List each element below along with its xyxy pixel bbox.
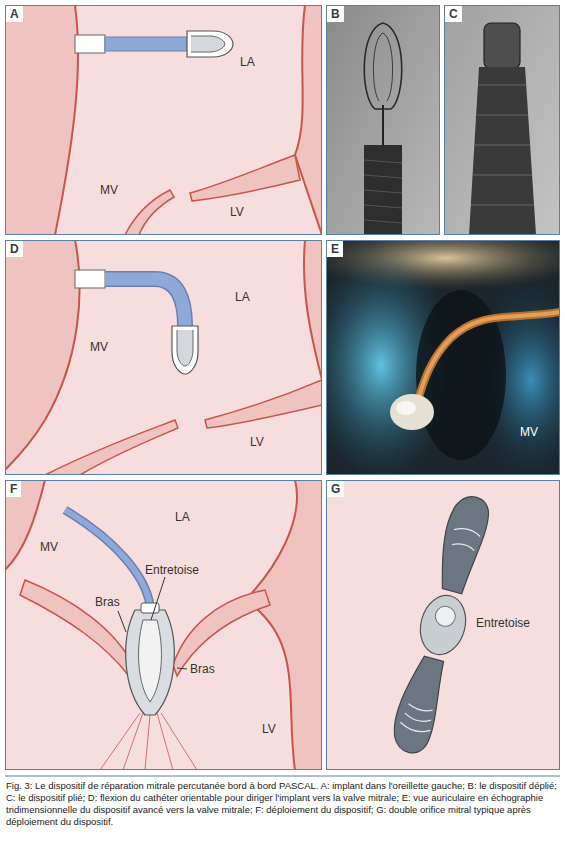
panel-borders: [6, 6, 560, 770]
panel-letter: C: [445, 6, 462, 22]
part-label: Entretoise: [476, 616, 530, 630]
part-label: Entretoise: [145, 563, 199, 577]
panel-g-art: [326, 480, 560, 770]
anatomy-label: LV: [250, 435, 264, 449]
caption-rule: [5, 776, 560, 777]
anatomy-label: LA: [235, 290, 250, 304]
panel-letter: A: [6, 6, 23, 22]
panel-f-art: [5, 480, 322, 770]
anatomy-label: LA: [175, 510, 190, 524]
anatomy-label: MV: [520, 425, 538, 439]
panel-e-art: [306, 226, 565, 480]
figure-caption: Fig. 3: Le dispositif de réparation mitr…: [6, 780, 559, 828]
anatomy-label: MV: [40, 540, 58, 554]
anatomy-label: MV: [90, 340, 108, 354]
panel-d-art: [5, 240, 322, 475]
anatomy-label: MV: [100, 183, 118, 197]
anatomy-label: LV: [230, 205, 244, 219]
anatomy-label: LA: [240, 55, 255, 69]
panel-c-art: [444, 5, 560, 235]
panel-letter: G: [327, 481, 344, 497]
panel-a-art: [5, 5, 322, 235]
part-label: Bras: [190, 662, 215, 676]
anatomy-label: LV: [262, 722, 276, 736]
panel-b-art: [326, 5, 440, 235]
panel-letter: F: [6, 481, 21, 497]
panel-letter: E: [327, 241, 343, 257]
panel-letter: B: [327, 6, 344, 22]
part-label: Bras: [95, 595, 120, 609]
leader-lines: [118, 577, 187, 669]
panel-letter: D: [6, 241, 23, 257]
